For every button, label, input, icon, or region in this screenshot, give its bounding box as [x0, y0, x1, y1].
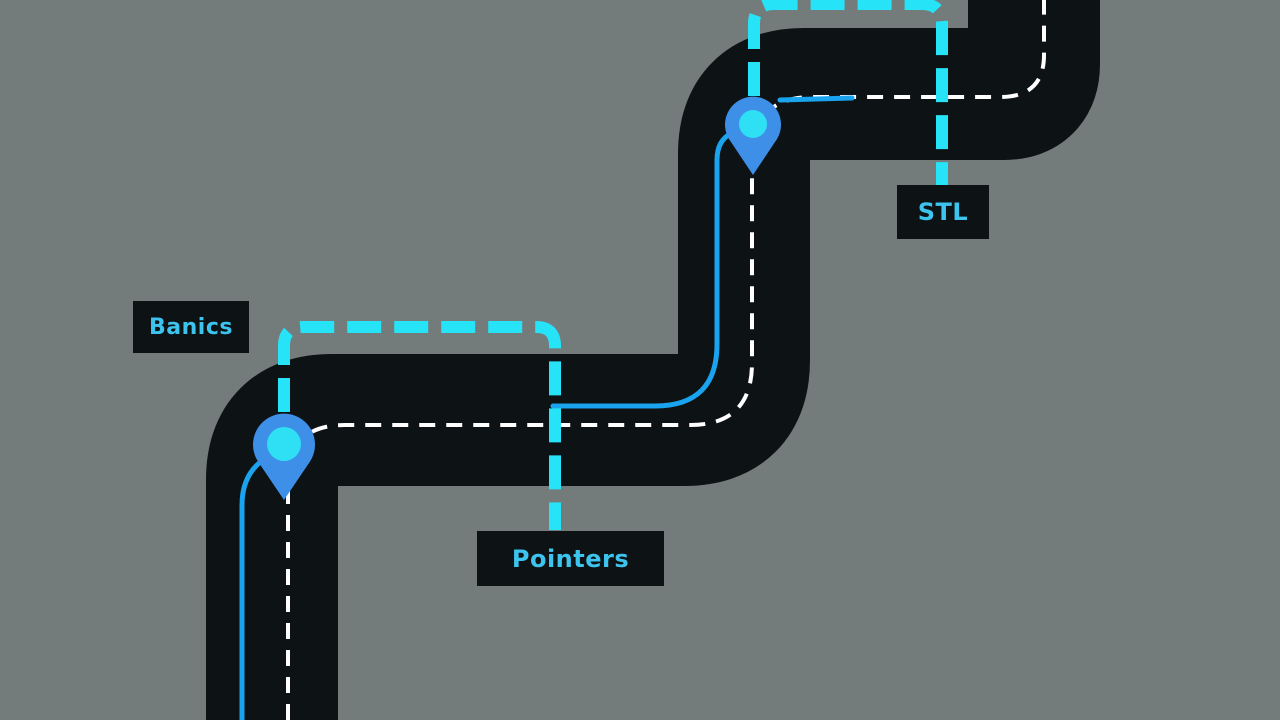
milestone-label-stl: STL [897, 185, 989, 239]
milestone-label-basics: Banics [133, 301, 249, 353]
marker-pin-dot [739, 110, 767, 138]
road-path [206, 0, 1100, 720]
connector-bracket-to-stl [748, 0, 948, 186]
milestone-label-text: STL [917, 198, 969, 226]
milestone-label-text: Banics [149, 314, 233, 340]
route-line [239, 95, 855, 720]
milestone-label-text: Pointers [511, 544, 630, 573]
map-pin-icon[interactable] [725, 96, 781, 175]
milestone-label-pointers: Pointers [477, 531, 664, 586]
marker-pin-dot [267, 427, 301, 461]
road-center-dash [286, 0, 1046, 720]
connector-bracket-basics-pointers [278, 321, 561, 530]
map-pin-icon[interactable] [252, 413, 315, 500]
